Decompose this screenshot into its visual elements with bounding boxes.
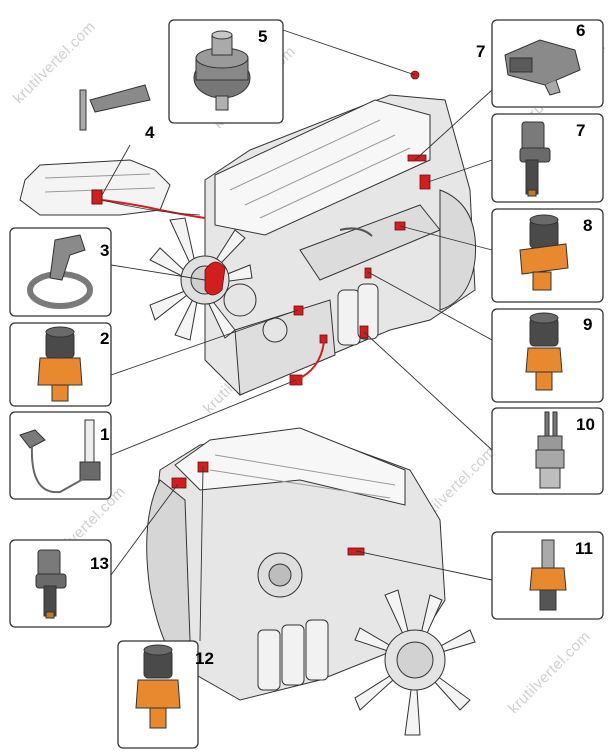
sensor-2-highlight <box>293 305 304 316</box>
sensor-1-wire <box>295 341 325 381</box>
sensor-11-illustration <box>529 539 567 611</box>
callout-1: 1 <box>100 425 110 444</box>
sensor-1b-highlight <box>319 334 328 344</box>
callout-3: 3 <box>100 241 110 260</box>
sensor-6-illustration <box>504 39 581 96</box>
callout-2: 2 <box>100 329 110 348</box>
sensor-9-highlight <box>364 267 372 279</box>
callout-4: 4 <box>145 123 155 142</box>
sensor-4-illustration <box>79 84 151 131</box>
box-1 <box>9 411 112 500</box>
speed-sensor-3-highlight <box>204 261 226 296</box>
sensor-3-illustration <box>27 234 93 309</box>
sensor-10-illustration <box>535 411 565 489</box>
sensor-13-illustration <box>35 549 67 619</box>
sensor-11-highlight <box>347 547 365 556</box>
sensor-5-illustration <box>193 30 251 111</box>
sensor-12-illustration <box>135 644 181 729</box>
sensor-13-highlight <box>171 477 187 489</box>
sensor-8-illustration <box>519 214 569 291</box>
callout-10: 10 <box>576 415 595 434</box>
callout-12: 12 <box>195 649 214 668</box>
sensor-4-highlight <box>91 189 103 205</box>
upper-engine <box>149 94 477 396</box>
sensor-9-illustration <box>525 312 563 391</box>
callout-13: 13 <box>90 554 109 573</box>
callout-7-top: 7 <box>476 42 486 61</box>
sensor-7-highlight <box>419 174 431 190</box>
sensor-7-illustration <box>519 121 551 197</box>
sensor-2-illustration <box>37 326 83 402</box>
leader-lines <box>101 29 493 642</box>
sensor-1-illustration <box>19 419 101 494</box>
callout-6: 6 <box>576 21 586 40</box>
callout-7: 7 <box>576 121 586 140</box>
callout-5: 5 <box>258 27 268 46</box>
callout-8: 8 <box>583 216 593 235</box>
expansion-tank <box>19 159 171 216</box>
callout-11: 11 <box>575 539 593 558</box>
callout-9: 9 <box>583 315 593 334</box>
